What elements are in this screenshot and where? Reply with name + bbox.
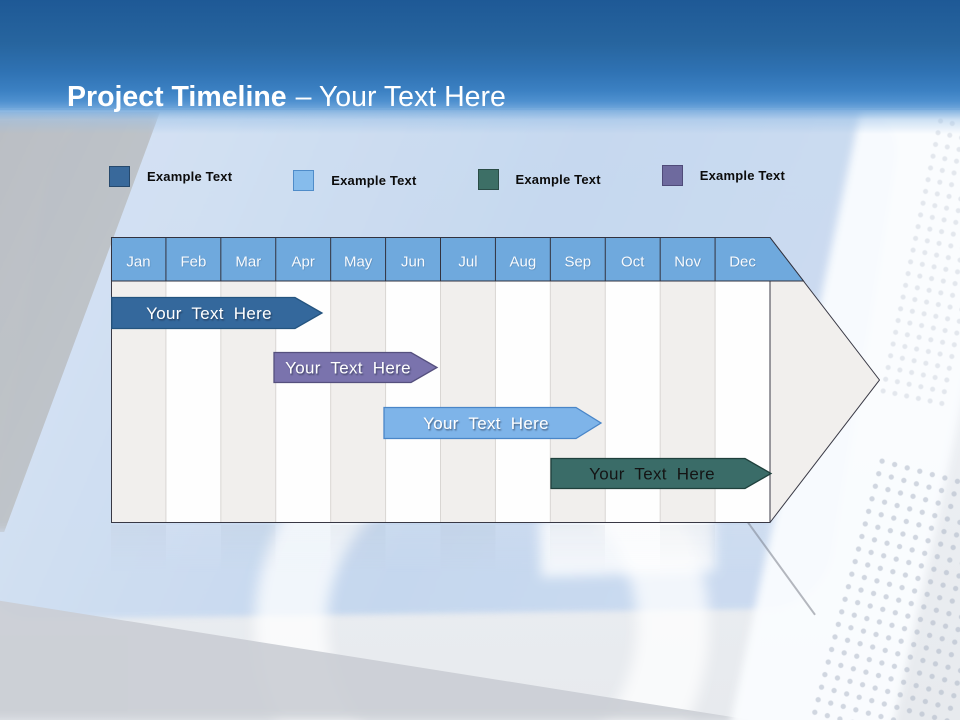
task-bar-label: Your Text Here (285, 359, 411, 378)
legend-swatch (661, 165, 683, 186)
month-label: Jun (401, 254, 425, 271)
page-title-light: – Your Text Here (295, 81, 506, 114)
legend-item: Example Text (661, 165, 785, 186)
legend-item: Example Text (293, 170, 416, 191)
task-bar (383, 406, 603, 440)
month-label: Aug (510, 254, 537, 271)
legend-label: Example Text (147, 169, 233, 184)
month-header-band (111, 237, 805, 282)
task-bar (273, 351, 439, 384)
month-label: Feb (180, 254, 206, 271)
month-label: Jul (458, 254, 477, 271)
page-title: Project Timeline– Your Text Here (67, 81, 506, 114)
month-label: Jan (126, 254, 150, 271)
legend-item: Example Text (477, 169, 601, 190)
task-bar (550, 457, 773, 490)
month-column (385, 281, 441, 522)
page-title-bold: Project Timeline (67, 81, 287, 114)
task-bar-label: Your Text Here (589, 465, 715, 484)
month-label: Mar (235, 254, 261, 271)
title-banner (0, 0, 960, 110)
legend: Example Text Example Text Example Text E… (109, 165, 785, 191)
table-reflection (111, 525, 770, 581)
legend-label: Example Text (515, 172, 601, 187)
legend-swatch (477, 169, 499, 190)
task-bar (111, 296, 324, 330)
month-label: May (344, 254, 373, 271)
month-label: Sep (564, 254, 591, 271)
timeline-chart: Jan Feb Mar Apr May Jun Jul Aug Sep Oct … (111, 237, 881, 523)
task-bar-label: Your Text Here (146, 304, 272, 323)
month-label: Apr (292, 254, 315, 271)
timeline-svg: Jan Feb Mar Apr May Jun Jul Aug Sep Oct … (111, 237, 881, 523)
legend-label: Example Text (699, 168, 785, 183)
task-bar-label: Your Text Here (423, 414, 549, 433)
legend-label: Example Text (331, 173, 417, 188)
month-label: Oct (621, 254, 645, 271)
month-label: Nov (674, 254, 701, 271)
title-banner-fade (0, 108, 960, 134)
legend-swatch (293, 170, 315, 191)
month-column (495, 281, 551, 522)
legend-item: Example Text (109, 166, 232, 187)
month-label: Dec (729, 254, 756, 271)
legend-swatch (109, 166, 130, 187)
